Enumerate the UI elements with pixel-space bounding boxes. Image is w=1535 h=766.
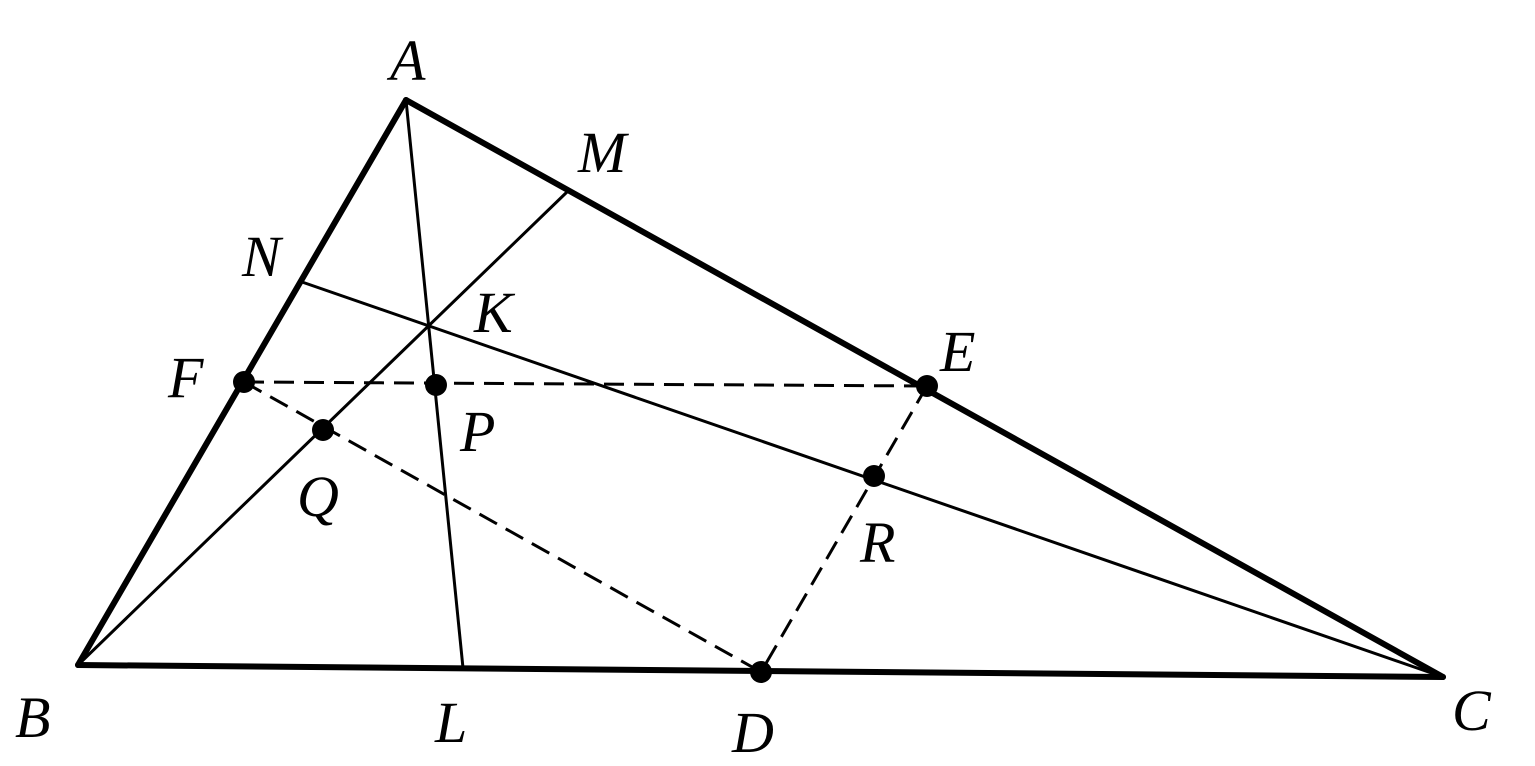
label-l: L (434, 690, 467, 755)
label-q: Q (297, 464, 339, 529)
side-ed (759, 385, 929, 673)
point-p (425, 374, 447, 396)
label-m: M (577, 120, 629, 185)
cevians (76, 99, 1444, 679)
label-d: D (731, 700, 774, 765)
triangle-abc (75, 97, 1446, 680)
side-fe (243, 380, 928, 388)
label-f: F (167, 345, 204, 410)
label-a: A (386, 28, 426, 93)
label-p: P (459, 399, 495, 464)
points (233, 371, 938, 683)
label-b: B (15, 685, 50, 750)
label-k: K (473, 280, 516, 345)
point-e (916, 375, 938, 397)
point-q (312, 419, 334, 441)
point-f (233, 371, 255, 393)
point-r (863, 465, 885, 487)
label-r: R (859, 510, 895, 575)
label-c: C (1452, 678, 1492, 743)
point-labels: A B C D E F K L M N P Q R (15, 28, 1492, 765)
triangle-def (243, 380, 929, 674)
point-d (750, 661, 772, 683)
label-n: N (241, 224, 284, 289)
label-e: E (939, 319, 975, 384)
